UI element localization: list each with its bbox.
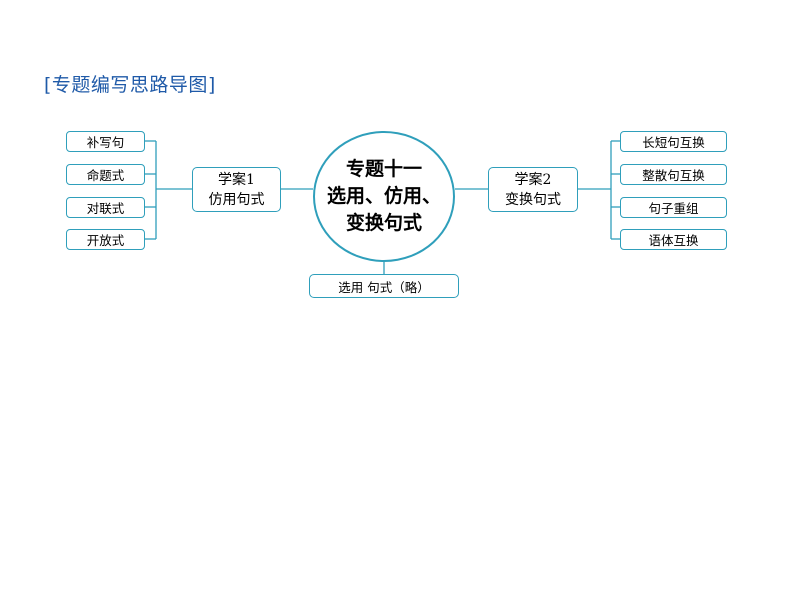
node-right-child-4: 语体互换 bbox=[620, 229, 727, 250]
node-bottom-branch: 选用 句式（略） bbox=[309, 274, 459, 298]
node-center-line-3: 变换句式 bbox=[345, 212, 422, 234]
page-title: [专题编写思路导图] bbox=[44, 74, 216, 96]
node-right-branch: 学案2 变换句式 bbox=[488, 167, 578, 212]
node-left-child-3: 对联式 bbox=[66, 197, 145, 218]
node-center-line-1: 专题十一 bbox=[345, 158, 422, 180]
node-right-branch-line-1: 学案2 bbox=[514, 171, 552, 188]
node-left-branch-line-1: 学案1 bbox=[218, 171, 255, 188]
node-left-child-4: 开放式 bbox=[66, 229, 145, 250]
node-left-branch-line-2: 仿用句式 bbox=[208, 191, 265, 208]
node-left-branch: 学案1 仿用句式 bbox=[192, 167, 281, 212]
node-left-child-1: 补写句 bbox=[66, 131, 145, 152]
node-left-child-2: 命题式 bbox=[66, 164, 145, 185]
node-right-branch-line-2: 变换句式 bbox=[505, 191, 561, 208]
node-right-child-2: 整散句互换 bbox=[620, 164, 727, 185]
node-right-child-1: 长短句互换 bbox=[620, 131, 727, 152]
node-center-line-2: 选用、仿用、 bbox=[326, 185, 441, 207]
node-right-child-3: 句子重组 bbox=[620, 197, 727, 218]
node-center: 专题十一 选用、仿用、 变换句式 bbox=[313, 131, 455, 262]
